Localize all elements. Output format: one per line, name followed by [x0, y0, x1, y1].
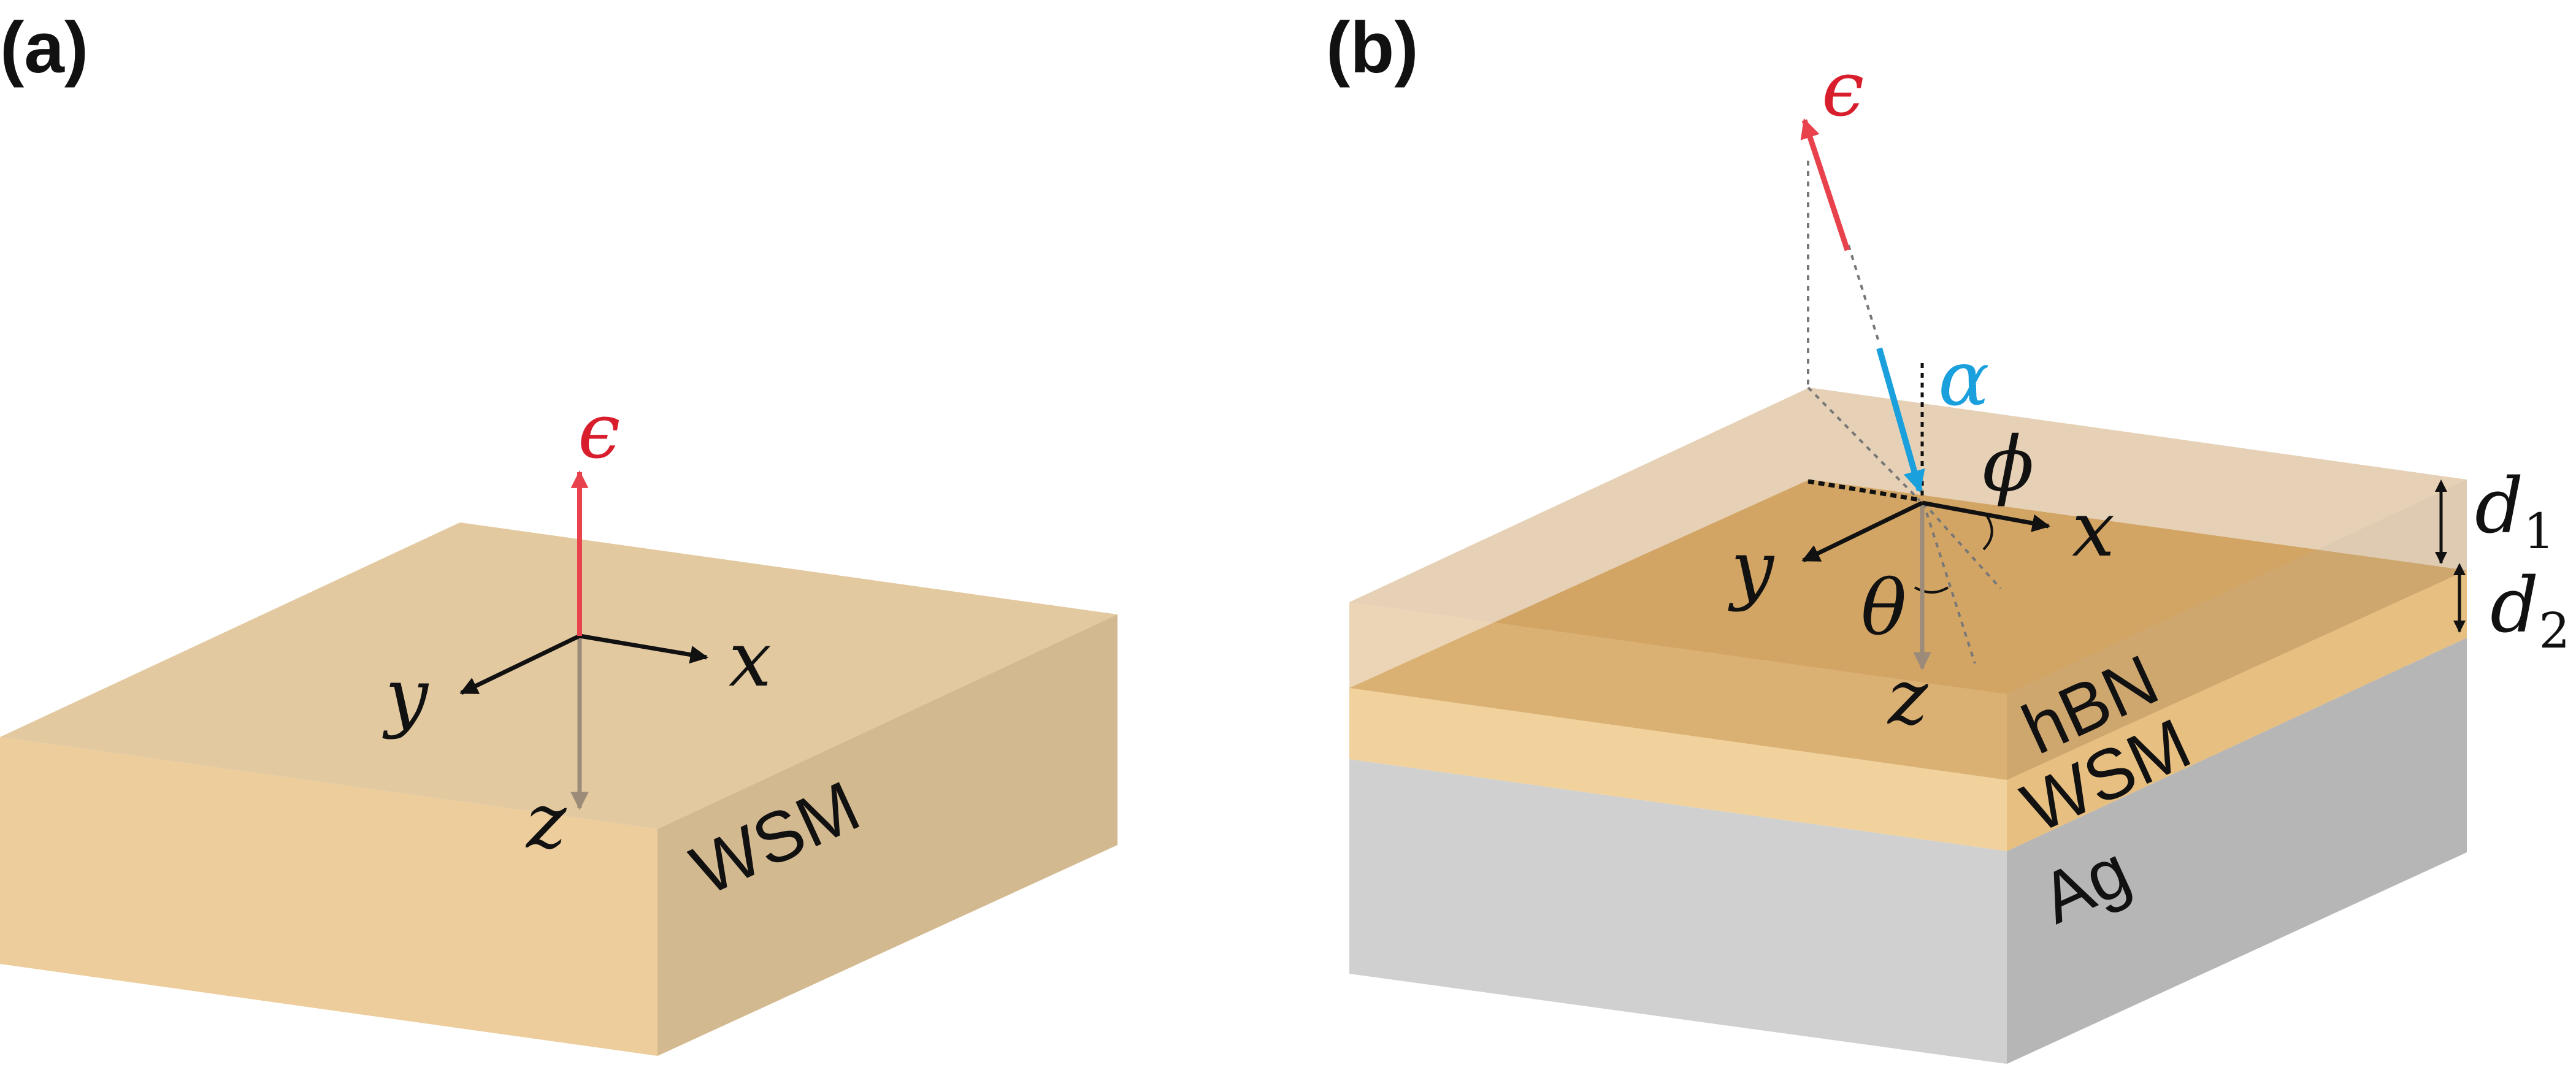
y-axis-arrow: [459, 633, 581, 695]
hbn-layer-side-face: [2007, 480, 2467, 780]
incidence-continuation-guide-2: [1922, 502, 1976, 664]
alpha-incident-beam-arrow: [1876, 347, 1925, 493]
epsilon-vector-arrow: [1800, 118, 1850, 251]
ag-layer-front-face: [1349, 759, 2007, 1064]
d1-symbol: d: [2475, 462, 2523, 551]
panel-a: (a) x y z ϵ WSM: [0, 7, 1117, 1056]
d2-symbol: d: [2490, 562, 2539, 650]
wsm-block-front-face: [0, 737, 657, 1056]
wsm-block-top-face: [0, 522, 1117, 829]
wsm-layer-front-face: [1349, 688, 2007, 851]
y-axis-label: y: [1728, 525, 1775, 613]
hbn-layer-top-face: [1349, 388, 2467, 694]
y-axis-arrow: [1801, 500, 1923, 563]
ag-layer-side-face: [2007, 638, 2467, 1064]
incidence-line-guide: [1847, 245, 1880, 344]
y-axis-label: y: [382, 652, 429, 741]
theta-angle-arc: [1914, 586, 1949, 594]
wsm-block-side-face: [657, 614, 1117, 1056]
x-axis-dotted-extension: [1807, 479, 1920, 502]
epsilon-label: ϵ: [1822, 45, 1864, 134]
hbn-layer-front-face: [1349, 602, 2007, 780]
x-axis-label: x: [729, 616, 772, 704]
d2-label: d2: [2490, 562, 2570, 659]
panel-a-label: (a): [0, 7, 88, 88]
phi-angle-arc: [1982, 515, 1993, 551]
panel-b: (b) ϵ α ϕ θ x y: [1326, 7, 2570, 1064]
epsilon-label: ϵ: [578, 388, 620, 476]
theta-label: θ: [1861, 564, 1907, 652]
x-axis-arrow: [1922, 500, 2050, 532]
alpha-label: α: [1938, 335, 1990, 423]
d1-label: d1: [2475, 462, 2555, 560]
wsm-layer-side-face: [2007, 570, 2467, 851]
x-axis-label: x: [2072, 486, 2115, 574]
z-axis-label: z: [525, 778, 567, 866]
z-axis-label: z: [1887, 654, 1928, 742]
panel-b-label: (b): [1326, 7, 1419, 88]
d2-subscript: 2: [2539, 602, 2570, 659]
d1-subscript: 1: [2523, 503, 2555, 560]
x-axis-arrow: [579, 633, 708, 664]
phi-label: ϕ: [1982, 421, 2034, 509]
incidence-continuation-guide: [1922, 502, 2002, 590]
